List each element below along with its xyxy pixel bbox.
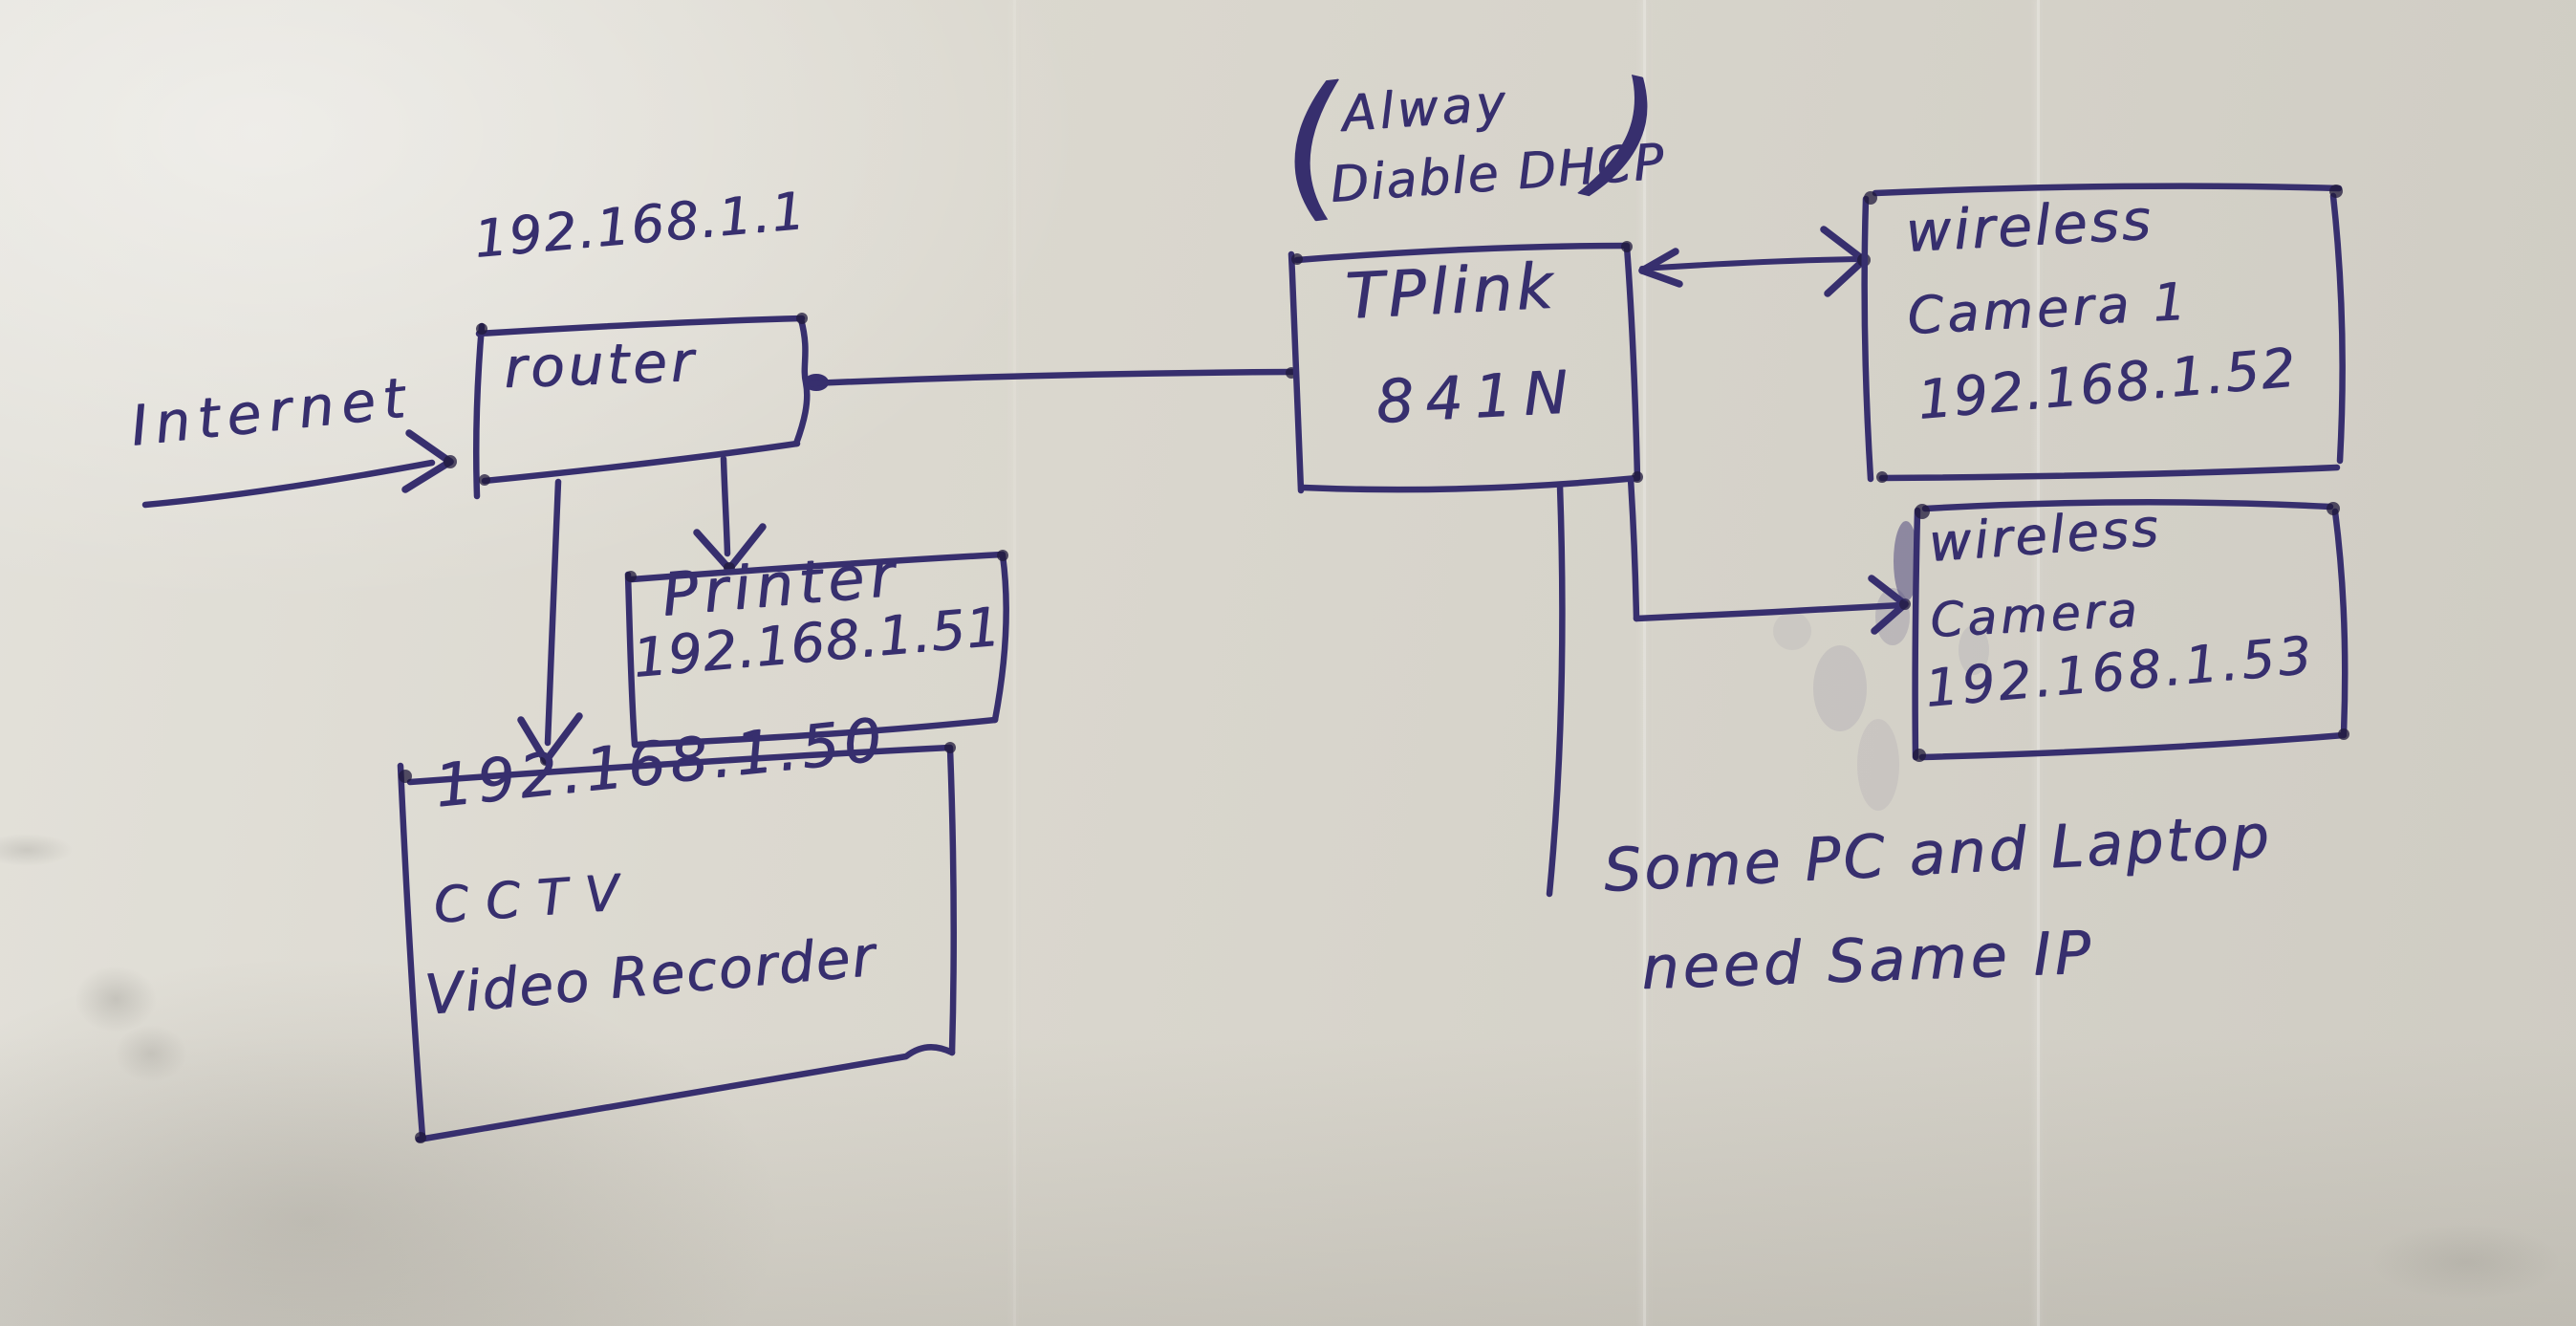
router-tplink-link xyxy=(804,367,1297,391)
camera2-box xyxy=(1912,499,2349,762)
internet-arrow xyxy=(141,429,457,509)
router-printer-arrow xyxy=(693,455,767,574)
camera1-label: wireless xyxy=(1903,186,2155,265)
wall-smudge xyxy=(0,834,73,866)
tplink-camera2-link xyxy=(1627,475,1911,635)
cctv-label: CCTV xyxy=(431,863,639,935)
camera1-box xyxy=(1861,183,2346,483)
tplink-camera1-arrow xyxy=(1638,226,1871,297)
tplink-label: TPlink xyxy=(1343,249,1559,334)
cctv-box xyxy=(397,742,957,1143)
tplink-box xyxy=(1288,241,1643,494)
tplink-down-line xyxy=(1546,482,1566,898)
printer-box xyxy=(624,550,1009,749)
camera1-name-label: Camera 1 xyxy=(1905,271,2192,346)
router-label: router xyxy=(502,328,699,401)
wall-smudge xyxy=(2370,1224,2562,1300)
wall-smudge xyxy=(75,966,157,1033)
tplink-model-label: 841N xyxy=(1374,356,1581,437)
camera2-name-label: Camera xyxy=(1928,581,2142,648)
wall-seam xyxy=(1013,0,1016,1326)
wall-seam xyxy=(1643,0,1646,1326)
ink-smudges xyxy=(1773,521,1989,811)
pc-note-line2: need Same IP xyxy=(1639,917,2095,1003)
wall-smudge xyxy=(115,1025,187,1082)
router-cctv-arrow xyxy=(517,478,583,766)
wall-seam xyxy=(2037,0,2040,1326)
dhcp-note-line1: Alway xyxy=(1339,74,1511,143)
camera2-label: wireless xyxy=(1926,497,2163,574)
